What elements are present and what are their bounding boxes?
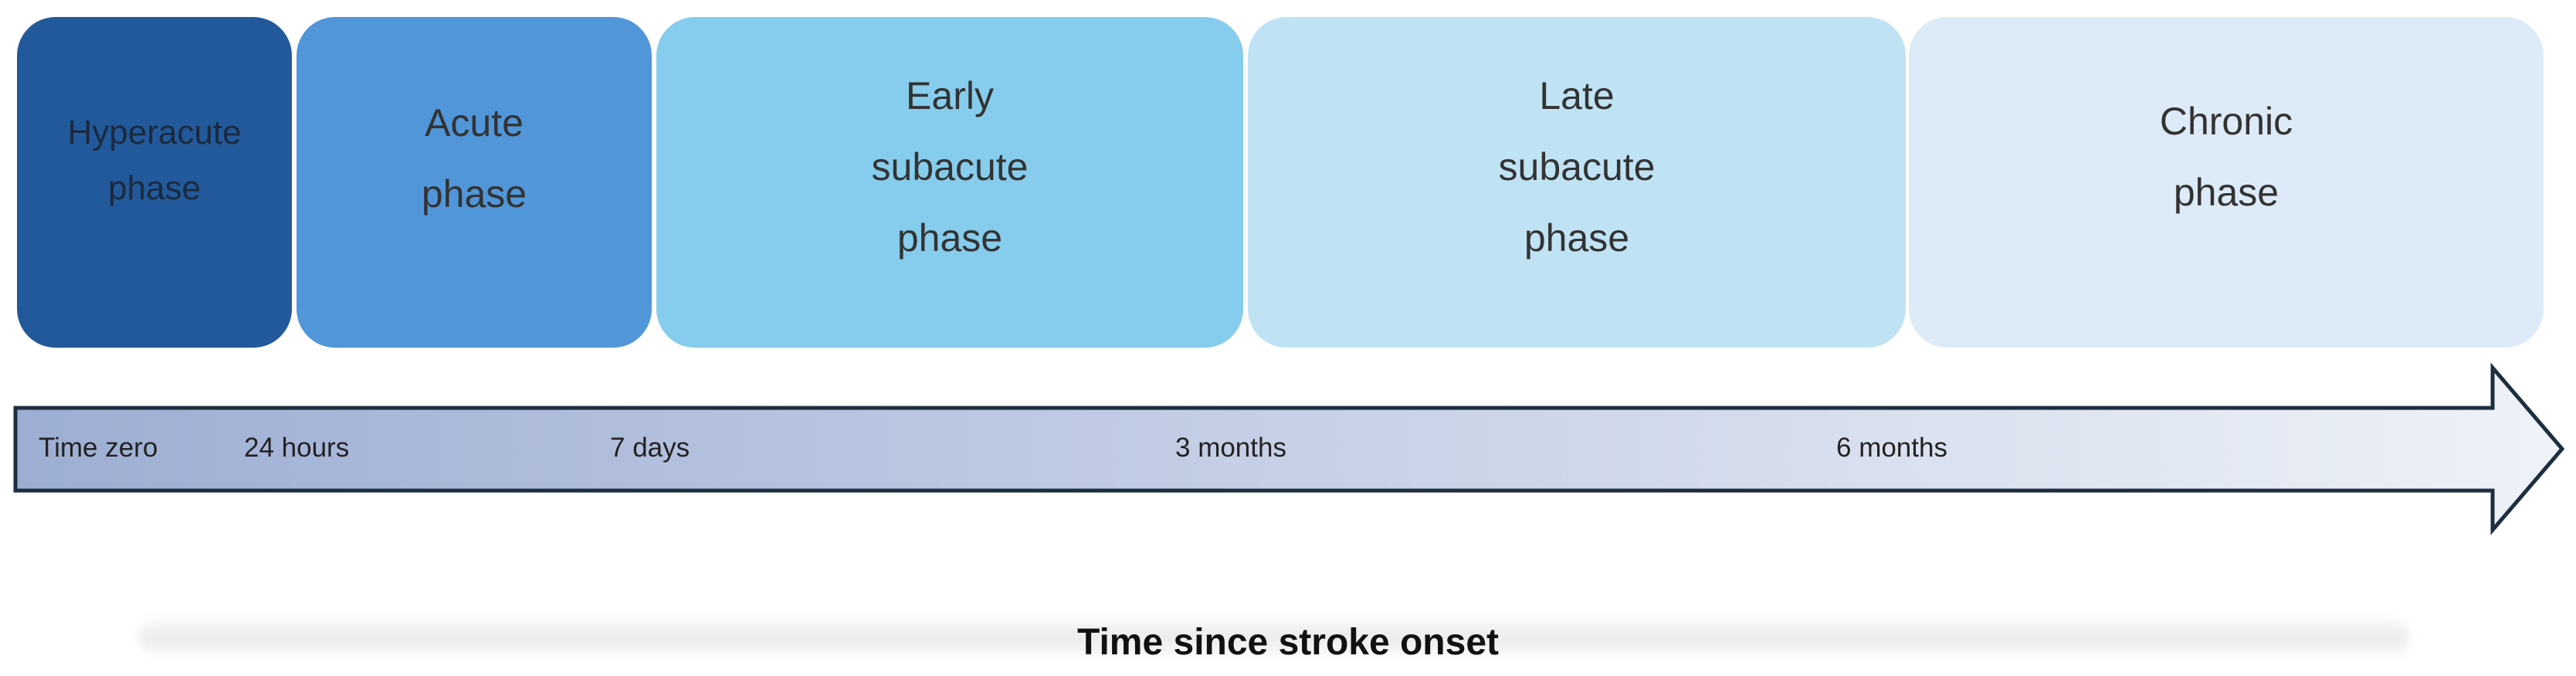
timeline-arrow xyxy=(13,362,2565,535)
timeline-arrow-shape xyxy=(13,362,2565,535)
phase-label-hyperacute: Hyperacute phase xyxy=(67,114,242,207)
phase-box-acute: Acute phase xyxy=(297,17,652,348)
axis-title: Time since stroke onset xyxy=(1077,622,1499,663)
axis-title-band xyxy=(139,614,2409,661)
phase-label-late-subacute: Late subacute phase xyxy=(1498,74,1656,260)
tick-label-24-hours: 24 hours xyxy=(244,433,350,463)
tick-label-7-days: 7 days xyxy=(610,433,690,463)
phase-label-early-subacute: Early subacute phase xyxy=(871,74,1029,260)
phase-label-acute: Acute phase xyxy=(421,101,527,216)
phase-box-late-subacute: Late subacute phase xyxy=(1248,17,1906,348)
phase-label-chronic: Chronic phase xyxy=(2159,100,2293,214)
tick-label-time-zero: Time zero xyxy=(39,433,158,463)
phase-box-chronic: Chronic phase xyxy=(1909,17,2544,348)
tick-label-3-months: 3 months xyxy=(1175,433,1286,463)
phase-box-hyperacute: Hyperacute phase xyxy=(17,17,292,348)
tick-label-6-months: 6 months xyxy=(1836,433,1947,463)
phase-box-early-subacute: Early subacute phase xyxy=(656,17,1243,348)
